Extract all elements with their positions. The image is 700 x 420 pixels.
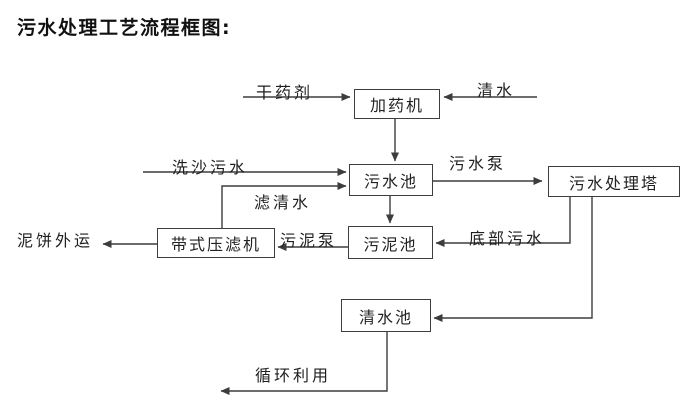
flow-label-sewage-pump: 污水泵 — [449, 154, 507, 173]
flow-label-clean-water: 清水 — [477, 81, 516, 100]
node-treatment-tower: 污水处理塔 — [548, 166, 680, 197]
edge-bottom-sewage-to-sludge-pool — [435, 197, 571, 247]
flow-label-sand-wash: 洗沙污水 — [172, 158, 249, 177]
node-clean-water-pool: 清水池 — [341, 299, 431, 332]
flow-label-mud-cake-out: 泥饼外运 — [17, 231, 94, 250]
edge-clean-pool-to-recycle — [220, 332, 388, 395]
edge-filtered-water-to-sewage-pool — [221, 182, 347, 228]
node-sewage-pool: 污水池 — [349, 164, 433, 196]
flow-label-recycle-use: 循环利用 — [255, 366, 332, 385]
flow-label-bottom-sewage: 底部污水 — [469, 229, 546, 248]
flow-label-dry-agent: 干药剂 — [256, 83, 314, 102]
edge-tower-to-clean-pool — [433, 197, 593, 322]
node-sludge-pool: 污泥池 — [348, 226, 433, 259]
node-dosing-machine: 加药机 — [354, 89, 440, 119]
node-belt-filter-press: 带式压滤机 — [157, 228, 275, 258]
diagram-title: 污水处理工艺流程框图: — [17, 17, 232, 39]
flow-label-sludge-pump: 污泥泵 — [280, 231, 338, 250]
flow-label-filtered-water: 滤清水 — [254, 193, 312, 212]
